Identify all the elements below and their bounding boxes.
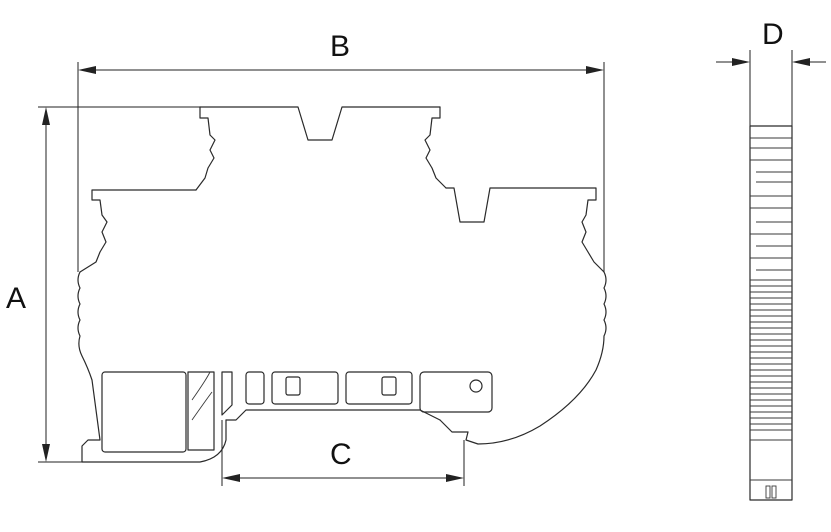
- arrow-head-right: [586, 66, 604, 74]
- side-view-ribbing: [750, 279, 792, 431]
- arrow-head-right: [446, 474, 464, 482]
- arrow-head-right: [732, 58, 750, 66]
- dimension-label-c: C: [330, 438, 352, 471]
- arrow-head-bottom: [42, 444, 50, 462]
- arrow-head-left: [78, 66, 96, 74]
- terminal-block-side-view: [749, 125, 793, 501]
- dimension-label-d: D: [762, 18, 784, 51]
- dimension-d: D: [716, 18, 826, 126]
- arrow-head-top: [42, 107, 50, 125]
- terminal-block-profile: [77, 106, 607, 463]
- arrow-head-left: [792, 58, 810, 66]
- arrow-head-left: [222, 474, 240, 482]
- dimension-a: A: [6, 106, 200, 463]
- dimension-label-b: B: [330, 30, 350, 63]
- dimension-label-a: A: [6, 282, 26, 315]
- dimension-c: C: [221, 420, 465, 486]
- dimension-b: B: [77, 30, 605, 272]
